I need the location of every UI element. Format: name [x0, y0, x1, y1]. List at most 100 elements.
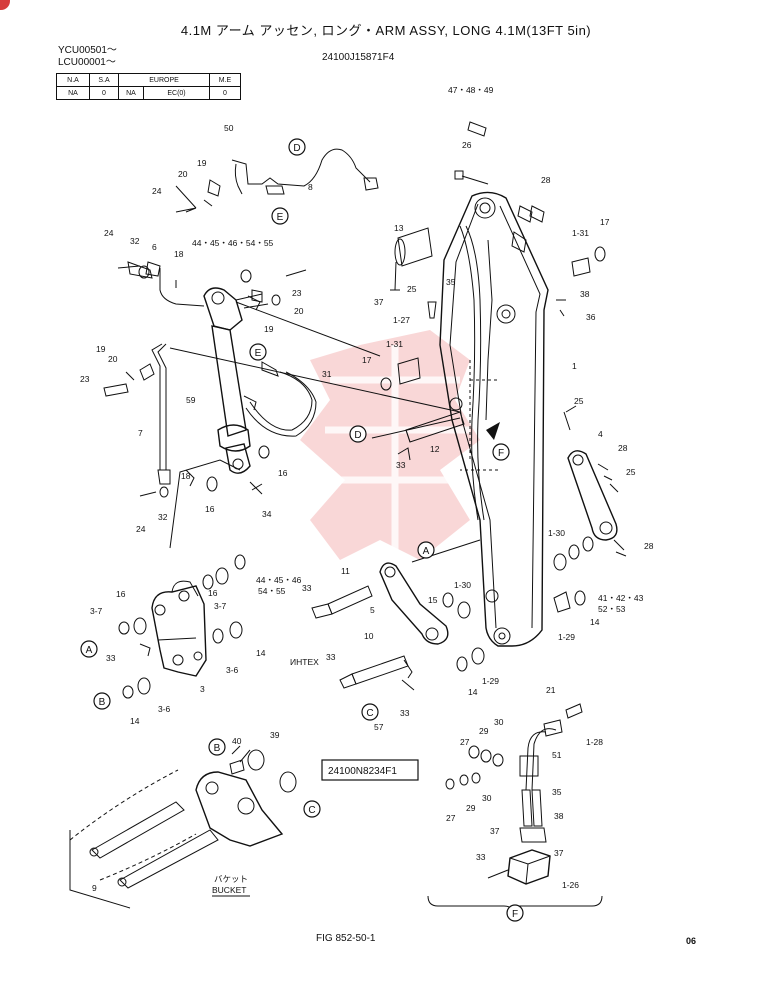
reference-letter: B: [99, 697, 106, 708]
part-number-label: 37: [554, 848, 564, 858]
part-number-label: 33: [400, 708, 410, 718]
part-number-label: 26: [462, 140, 472, 150]
part-number-label: 34: [262, 509, 272, 519]
part-number-label: 1-31: [386, 339, 403, 349]
reference-circle: [288, 138, 306, 156]
part-labels: 47・48・49262813171-3137253538361-271-3111…: [80, 85, 654, 893]
part-number-label: 32: [130, 236, 140, 246]
detail-f: [427, 703, 603, 913]
arm-cylinder: [203, 287, 269, 474]
part-number-label: 33: [302, 583, 312, 593]
part-number-label: 14: [590, 617, 600, 627]
part-number-label: 16: [278, 468, 288, 478]
reference-letter: E: [255, 348, 262, 359]
part-number-label: 36: [586, 312, 596, 322]
bucket-label-jp: バケット: [214, 874, 248, 884]
part-number-label: 54・55: [258, 586, 286, 596]
right-pins: [553, 536, 594, 613]
part-number-label: 3: [200, 684, 205, 694]
part-number-label: 1-29: [558, 632, 575, 642]
part-number-label: 16: [208, 588, 218, 598]
part-number-label: 25: [574, 396, 584, 406]
part-number-label: 37: [374, 297, 384, 307]
top-bolts: [371, 121, 606, 461]
part-number-label: 8: [308, 182, 313, 192]
part-number-label: 15: [428, 595, 438, 605]
assembly-part-number: 24100J15871F4: [322, 52, 395, 63]
watermark-text: ИНТЕХ: [290, 657, 319, 667]
part-number-label: 33: [326, 652, 336, 662]
part-number-label: 51: [552, 750, 562, 760]
part-number-label: 23: [292, 288, 302, 298]
part-number-label: 3-6: [226, 665, 239, 675]
part-number-label: 30: [482, 793, 492, 803]
part-number-label: 24: [152, 186, 162, 196]
part-number-label: 24: [104, 228, 114, 238]
part-number-label: 17: [600, 217, 610, 227]
part-number-label: 20: [108, 354, 118, 364]
reference-letter: F: [498, 448, 504, 459]
part-number-label: 33: [106, 653, 116, 663]
part-number-label: 21: [546, 685, 556, 695]
part-number-label: 1-30: [454, 580, 471, 590]
part-number-label: 24: [136, 524, 146, 534]
part-number-label: 4: [598, 429, 603, 439]
spec-value: 0: [209, 86, 241, 100]
serial-range-1: YCU00501～: [58, 45, 117, 56]
part-number-label: 1-29: [482, 676, 499, 686]
view-arrow: [486, 422, 500, 440]
part-number-label: 31: [322, 369, 332, 379]
part-number-label: 17: [362, 355, 372, 365]
part-number-label: 27: [446, 813, 456, 823]
part-number-label: 57: [374, 722, 384, 732]
part-number-label: 14: [256, 648, 266, 658]
page-title: 4.1M アーム アッセン, ロング・ARM ASSY, LONG 4.1M(1…: [180, 23, 592, 38]
part-number-label: 6: [152, 242, 157, 252]
part-number-label: 29: [479, 726, 489, 736]
part-number-label: 1: [572, 361, 577, 371]
part-number-label: 32: [158, 512, 168, 522]
part-number-label: 38: [554, 811, 564, 821]
part-number-label: 20: [178, 169, 188, 179]
kit-number-box: [321, 759, 419, 781]
part-number-label: 39: [270, 730, 280, 740]
part-number-label: 18: [174, 249, 184, 259]
page-number: 06: [686, 936, 697, 946]
part-number-label: 14: [130, 716, 140, 726]
reference-circle: [361, 703, 379, 721]
part-number-label: 29: [466, 803, 476, 813]
part-number-label: 13: [394, 223, 404, 233]
reference-letter: A: [86, 645, 93, 656]
reference-circle: [506, 904, 524, 922]
reference-circle: [492, 443, 510, 461]
part-number-label: 3-6: [158, 704, 171, 714]
spec-value: NA: [118, 86, 144, 100]
part-number-label: 7: [138, 428, 143, 438]
part-number-label: 20: [294, 306, 304, 316]
figure-number: FIG 852-50-1: [316, 933, 376, 944]
bucket-label: BUCKET: [212, 885, 246, 895]
reference-letter: B: [214, 743, 221, 754]
part-number-label: 23: [80, 374, 90, 384]
part-number-label: 9: [92, 883, 97, 893]
part-number-label: 30: [494, 717, 504, 727]
part-number-label: 25: [626, 467, 636, 477]
watermark-logo: [300, 330, 480, 560]
part-number-label: 25: [407, 284, 417, 294]
part-number-label: 44・45・46・54・55: [192, 238, 274, 248]
reference-circle: [208, 738, 226, 756]
part-number-label: 19: [197, 158, 207, 168]
part-number-label: 35: [552, 787, 562, 797]
serial-range-2: LCU00001～: [58, 57, 116, 68]
part-number-label: 1-28: [586, 737, 603, 747]
part-number-label: 28: [541, 175, 551, 185]
reference-letter: E: [277, 212, 284, 223]
part-number-label: 37: [490, 826, 500, 836]
reference-letter: F: [512, 909, 518, 920]
part-number-label: 41・42・43: [598, 593, 644, 603]
part-number-label: 3-7: [214, 601, 227, 611]
reference-circle: [349, 425, 367, 443]
corner-badge: [0, 0, 10, 10]
arm-body: [439, 191, 549, 647]
